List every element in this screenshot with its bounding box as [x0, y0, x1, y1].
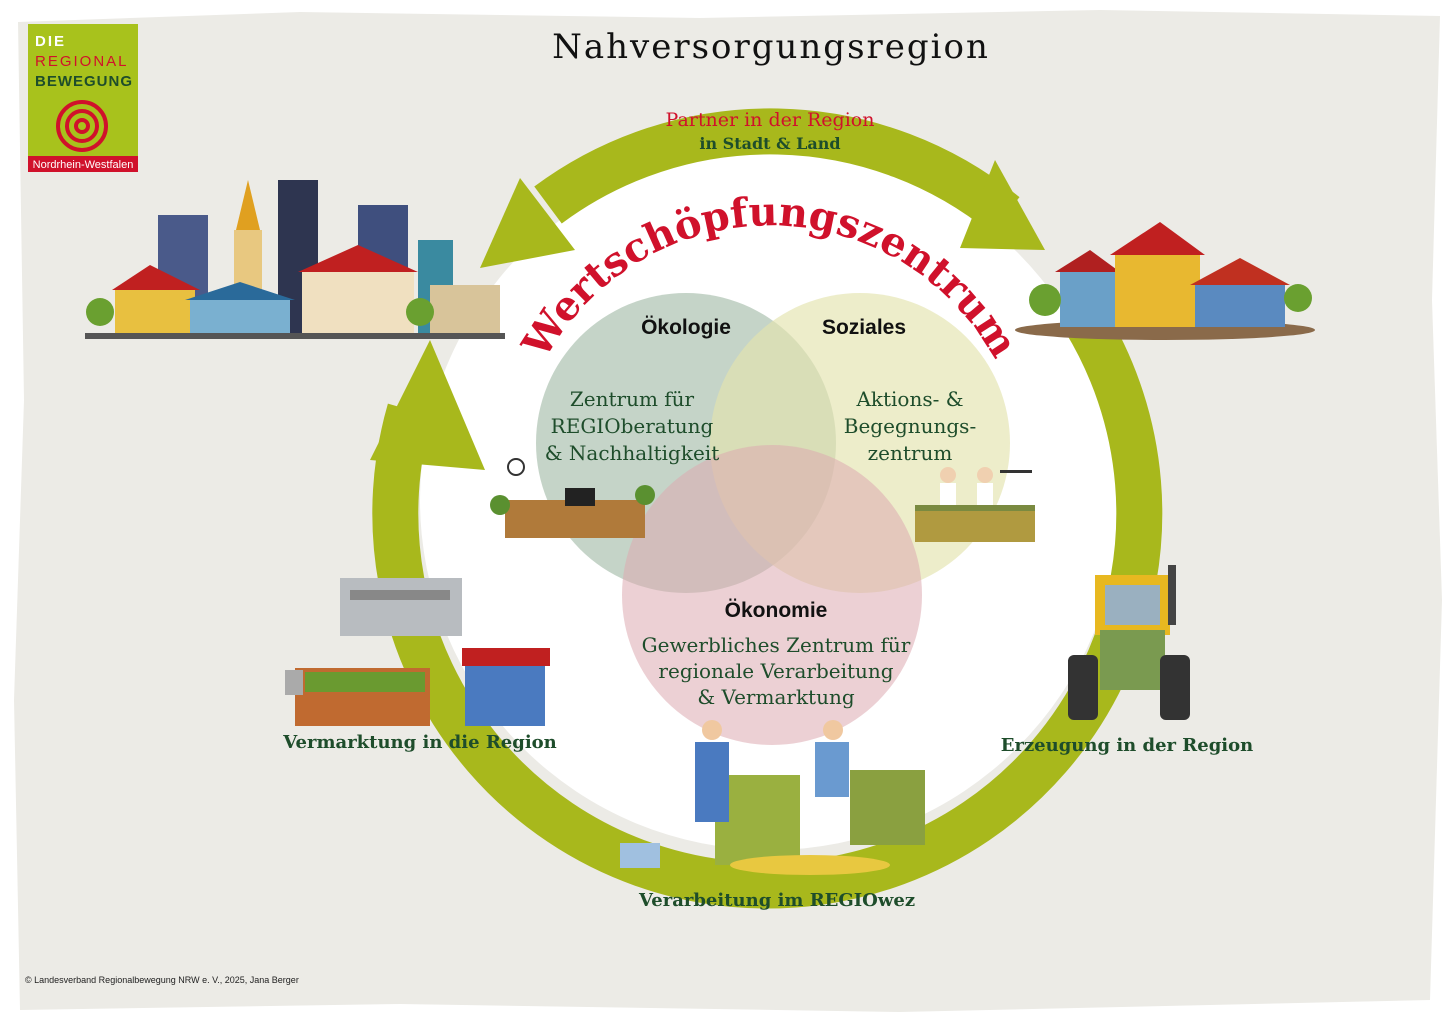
svg-text:regionale Verarbeitung: regionale Verarbeitung — [658, 659, 893, 683]
arrow-head-right-top — [960, 160, 1045, 250]
market-illustration — [285, 578, 550, 726]
svg-text:Aktions- &: Aktions- & — [855, 387, 963, 411]
economy-heading: Ökonomie — [725, 599, 828, 622]
ecology-text: Zentrum für REGIOberatung & Nachhaltigke… — [545, 387, 720, 465]
processing-illustration — [620, 720, 925, 875]
social-heading: Soziales — [822, 316, 906, 339]
svg-text:& Nachhaltigkeit: & Nachhaltigkeit — [545, 441, 720, 465]
copyright: © Landesverband Regionalbewegung NRW e. … — [25, 975, 299, 985]
arrow-head-left — [370, 340, 485, 470]
logo: DIE REGIONAL BEWEGUNG Nordrhein-Westfale… — [28, 24, 138, 172]
venn-economy — [622, 445, 922, 745]
arrow-head-left-top — [480, 178, 575, 268]
kitchen-illustration — [915, 467, 1035, 542]
office-illustration — [490, 458, 655, 538]
svg-text:BEWEGUNG: BEWEGUNG — [35, 73, 133, 90]
social-text: Aktions- & Begegnungs- zentrum — [844, 387, 976, 465]
svg-text:zentrum: zentrum — [868, 441, 953, 465]
svg-text:DIE: DIE — [35, 33, 66, 50]
marketing-label: Vermarktung in die Region — [282, 732, 557, 753]
village-illustration — [1015, 222, 1315, 340]
processing-label: Verarbeitung im REGIOwez — [638, 890, 915, 911]
tractor-illustration — [1068, 565, 1190, 720]
city-illustration — [85, 180, 505, 339]
page-title: Nahversorgungsregion — [552, 27, 990, 67]
economy-text: Gewerbliches Zentrum für regionale Verar… — [642, 633, 911, 709]
svg-text:REGIONAL: REGIONAL — [35, 53, 129, 70]
svg-text:& Vermarktung: & Vermarktung — [697, 685, 855, 709]
svg-text:Gewerbliches Zentrum für: Gewerbliches Zentrum für — [642, 633, 911, 657]
partner-label: Partner in der Region — [666, 109, 875, 131]
ecology-heading: Ökologie — [641, 316, 731, 339]
svg-text:Zentrum für: Zentrum für — [570, 387, 695, 411]
svg-text:REGIOberatung: REGIOberatung — [551, 414, 714, 438]
svg-text:Nordrhein-Westfalen: Nordrhein-Westfalen — [33, 159, 134, 171]
partner-sublabel: in Stadt & Land — [699, 134, 840, 153]
cycle-ring — [372, 108, 1163, 909]
spiral-icon — [56, 100, 108, 152]
svg-text:Begegnungs-: Begegnungs- — [844, 414, 976, 438]
production-label: Erzeugung in der Region — [1001, 735, 1253, 756]
